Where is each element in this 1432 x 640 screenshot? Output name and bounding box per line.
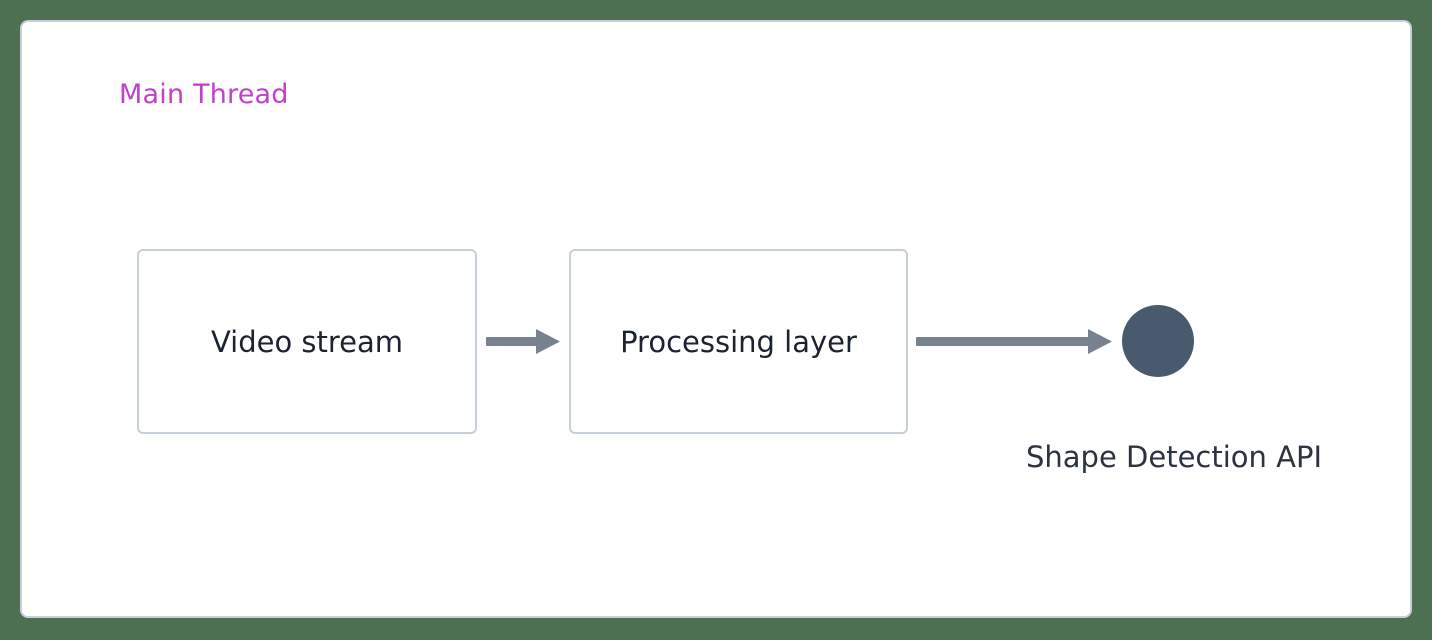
edge-processing-to-api-arrow	[912, 319, 1118, 365]
edge-video-to-processing-arrow	[482, 319, 564, 365]
node-video-stream[interactable]: Video stream	[137, 249, 477, 434]
node-video-stream-label: Video stream	[210, 324, 404, 359]
node-processing-layer-label: Processing layer	[620, 324, 857, 359]
main-thread-container: Main Thread Video stream Processing laye…	[20, 20, 1412, 618]
node-shape-detection-api-label: Shape Detection API	[1026, 440, 1323, 474]
main-thread-label: Main Thread	[119, 79, 289, 110]
node-shape-detection-api-circle[interactable]	[1122, 305, 1194, 377]
node-processing-layer[interactable]: Processing layer	[569, 249, 908, 434]
